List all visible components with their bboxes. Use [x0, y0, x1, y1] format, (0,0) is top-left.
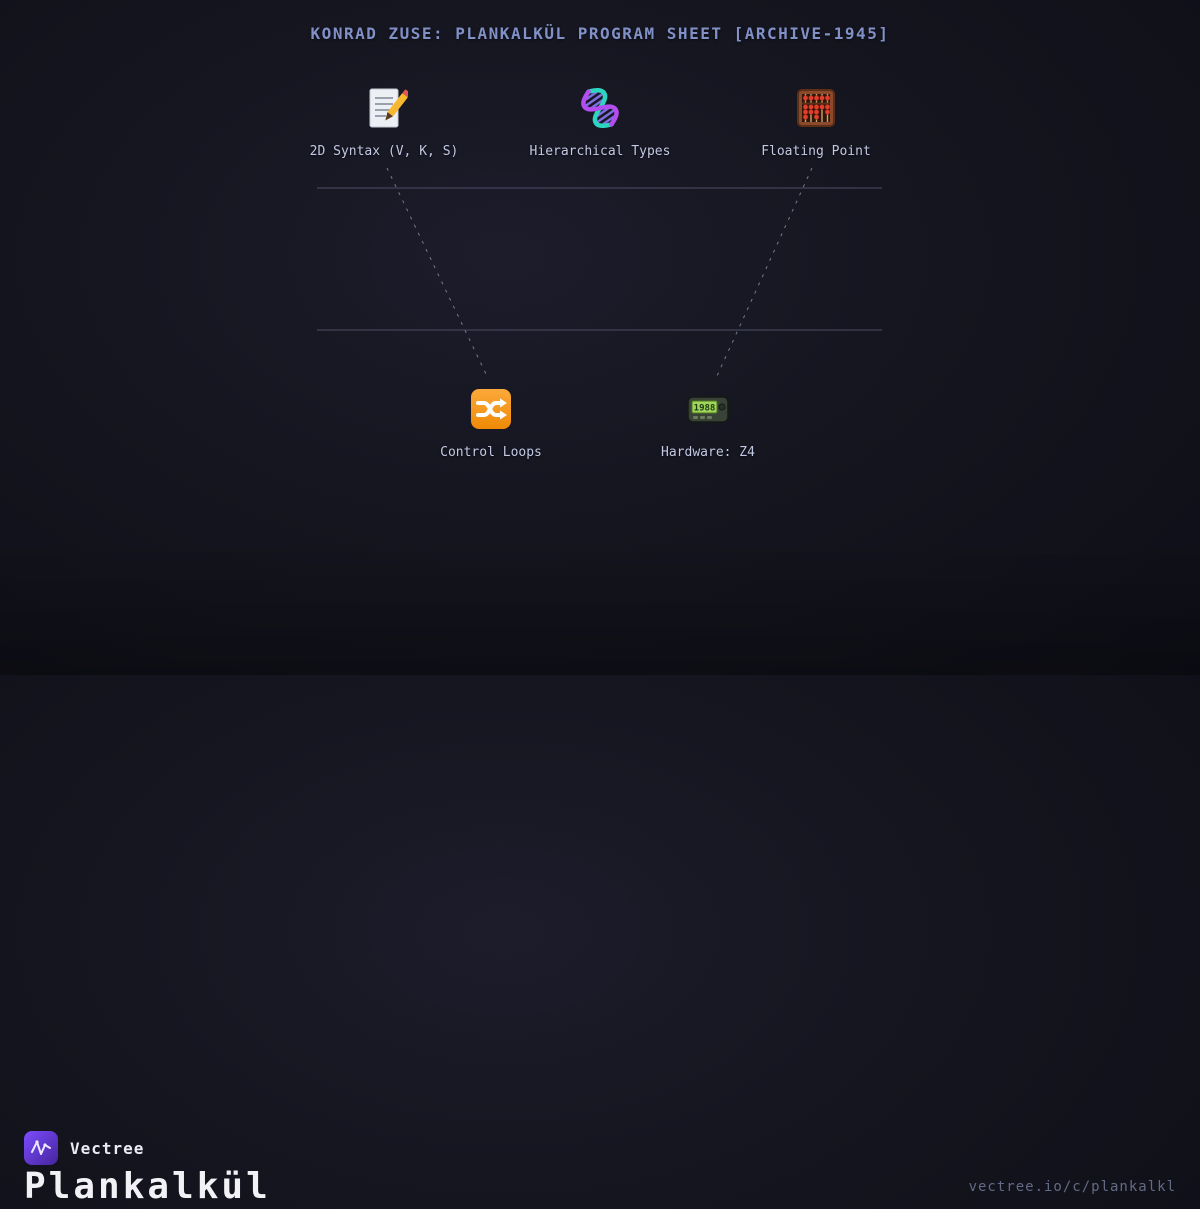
node-label: Floating Point [761, 144, 871, 159]
node-2d-syntax[interactable]: 2D Syntax (V, K, S) [264, 84, 504, 159]
edge-syntax-to-control-loops [386, 167, 488, 377]
deck-url[interactable]: vectree.io/c/plankalkl [968, 1179, 1176, 1195]
node-floating-point[interactable]: Floating Point [696, 84, 936, 159]
shuffle-icon [371, 385, 611, 433]
node-label: Hardware: Z4 [661, 445, 755, 460]
brand-name: Vectree [70, 1138, 145, 1158]
node-label: 2D Syntax (V, K, S) [309, 144, 459, 159]
pager-screen-digits: 1988 [694, 404, 716, 414]
pager-icon: 1988 [588, 385, 828, 433]
node-control-loops[interactable]: Control Loops [371, 385, 611, 460]
node-label: Hierarchical Types [529, 144, 671, 159]
dna-icon [480, 84, 720, 132]
page-title: KONRAD ZUSE: PLANKALKÜL PROGRAM SHEET [A… [310, 24, 890, 43]
vectree-logo-icon [24, 1131, 58, 1165]
node-label: Control Loops [440, 445, 542, 460]
edge-floating-point-to-hardware [716, 167, 813, 377]
brand-row: Vectree [24, 1131, 144, 1165]
memo-icon [264, 84, 504, 132]
abacus-icon [696, 84, 936, 132]
deck-title: Plankalkül [24, 1166, 271, 1207]
node-hardware-z4[interactable]: 1988 Hardware: Z4 [588, 385, 828, 460]
node-hierarchical-types[interactable]: Hierarchical Types [480, 84, 720, 159]
footer: Vectree Plankalkül vectree.io/c/plankalk… [0, 555, 1200, 1207]
plankalkul-archive-page: KONRAD ZUSE: PLANKALKÜL PROGRAM SHEET [A… [0, 24, 1200, 1207]
